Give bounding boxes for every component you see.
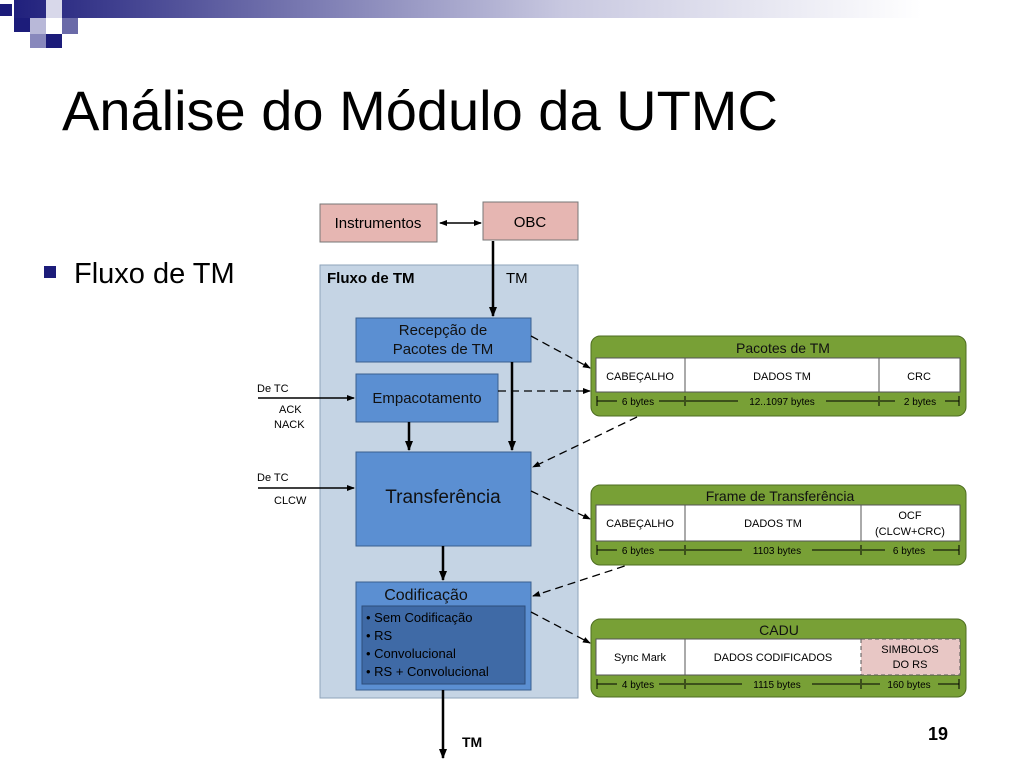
obc-box [482, 201, 579, 241]
slide-title: Análise do Módulo da UTMC [62, 79, 778, 142]
cadu-field-simbolos-1: SIMBOLOS [881, 644, 938, 656]
nack-label: NACK [274, 419, 305, 431]
pacotes-field-dados: DADOS TM [753, 371, 811, 383]
pacotes-field-row [595, 357, 961, 393]
cadu-field-dados: DADOS CODIFICADOS [714, 652, 833, 664]
bullet-item: Fluxo de TM [44, 258, 235, 291]
panel-title: Fluxo de TM [327, 270, 415, 287]
frame-field-ocf-1: OCF [898, 510, 922, 522]
instrumentos-label: Instrumentos [335, 215, 422, 232]
pacotes-field-crc: CRC [907, 371, 931, 383]
tm-bottom-label: TM [462, 734, 482, 750]
recepcao-label-2: Pacotes de TM [393, 341, 494, 358]
frame-size-2: 1103 bytes [753, 546, 801, 557]
frame-size-3: 6 bytes [893, 546, 925, 557]
pacotes-field-cabecalho: CABEÇALHO [606, 371, 674, 383]
pacotes-size-1: 6 bytes [622, 397, 654, 408]
empacotamento-label: Empacotamento [372, 390, 481, 407]
frame-field-dados: DADOS TM [744, 518, 802, 530]
cadu-field-simbolos-2: DO RS [893, 659, 928, 671]
pacotes-size-3: 2 bytes [904, 397, 936, 408]
cod-option-4: • RS + Convolucional [366, 664, 489, 679]
cadu-field-sync: Sync Mark [614, 652, 666, 664]
recepcao-box [355, 317, 532, 363]
cadu-size-2: 1115 bytes [753, 680, 800, 691]
frame-size-1: 6 bytes [622, 546, 654, 557]
cod-option-3: • Convolucional [366, 646, 456, 661]
codificacao-options-box [361, 605, 526, 685]
transferencia-label: Transferência [385, 487, 501, 508]
cod-option-2: • RS [366, 628, 393, 643]
cadu-simbolos-cell [860, 638, 961, 676]
pacotes-size-2: 12..1097 bytes [749, 397, 815, 408]
cadu-size-1: 4 bytes [622, 680, 654, 691]
corner-decoration [0, 0, 1024, 60]
cadu-size-3: 160 bytes [887, 680, 930, 691]
instrumentos-box [319, 203, 438, 243]
de-tc-label-1: De TC [257, 383, 289, 395]
bullet-square-icon [44, 266, 56, 279]
empacotamento-box [355, 373, 499, 423]
cadu-title: CADU [759, 622, 799, 638]
codificacao-label: Codificação [384, 587, 468, 604]
de-tc-label-2: De TC [257, 472, 289, 484]
frame-field-ocf-2: (CLCW+CRC) [875, 526, 945, 538]
page-number: 19 [928, 724, 949, 744]
dashed-connectors [498, 335, 638, 644]
ack-label: ACK [279, 404, 302, 416]
tm-top-label: TM [506, 270, 528, 287]
recepcao-label-1: Recepção de [399, 322, 487, 339]
frame-field-cabecalho: CABEÇALHO [606, 518, 674, 530]
clcw-label: CLCW [274, 495, 307, 507]
pacotes-title: Pacotes de TM [736, 340, 830, 356]
obc-label: OBC [514, 214, 547, 231]
frame-field-row [595, 504, 961, 542]
bullet-text: Fluxo de TM [74, 258, 235, 290]
frame-title: Frame de Transferência [706, 488, 855, 504]
cod-option-1: • Sem Codificação [366, 610, 472, 625]
